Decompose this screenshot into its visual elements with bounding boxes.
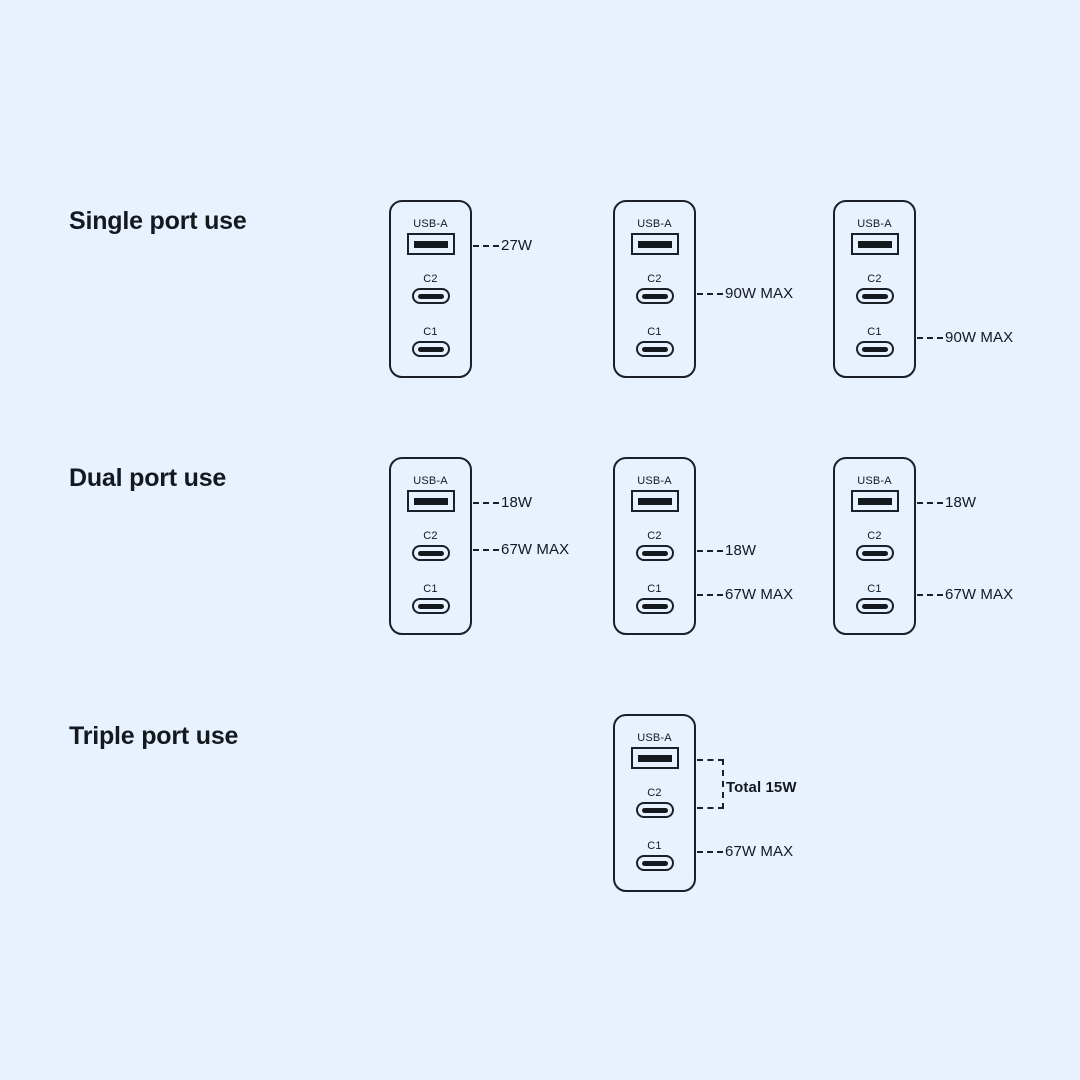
usb-a-icon bbox=[406, 233, 455, 255]
port-label-usb-a: USB-A bbox=[637, 218, 672, 230]
port-label-c1: C1 bbox=[647, 326, 662, 338]
port-label-usb-a: USB-A bbox=[413, 475, 448, 487]
port-usb-a: USB-A bbox=[391, 218, 470, 255]
port-c1: C1 bbox=[835, 326, 914, 357]
port-label-c2: C2 bbox=[647, 530, 662, 542]
port-label-c1: C1 bbox=[867, 583, 882, 595]
leader-line bbox=[697, 594, 723, 596]
port-c1: C1 bbox=[835, 583, 914, 614]
port-c1: C1 bbox=[391, 326, 470, 357]
port-label-c1: C1 bbox=[647, 583, 662, 595]
port-usb-a: USB-A bbox=[835, 475, 914, 512]
port-c1: C1 bbox=[615, 326, 694, 357]
port-c2: C2 bbox=[391, 530, 470, 561]
usb-c-icon bbox=[411, 598, 450, 614]
usb-a-icon bbox=[630, 747, 679, 769]
port-usb-a: USB-A bbox=[391, 475, 470, 512]
section-title-dual: Dual port use bbox=[69, 464, 227, 492]
usb-a-icon bbox=[850, 233, 899, 255]
usb-c-icon bbox=[411, 341, 450, 357]
port-c2: C2 bbox=[835, 530, 914, 561]
port-label-c2: C2 bbox=[423, 530, 438, 542]
port-usb-a: USB-A bbox=[615, 732, 694, 769]
leader-line bbox=[917, 502, 943, 504]
port-c1: C1 bbox=[391, 583, 470, 614]
power-annotation: 27W bbox=[501, 237, 533, 254]
port-c2: C2 bbox=[615, 273, 694, 304]
usb-c-icon bbox=[635, 545, 674, 561]
port-label-c1: C1 bbox=[647, 840, 662, 852]
port-label-c2: C2 bbox=[647, 273, 662, 285]
port-label-c1: C1 bbox=[423, 583, 438, 595]
port-label-c2: C2 bbox=[867, 530, 882, 542]
leader-line bbox=[917, 337, 943, 339]
port-c2: C2 bbox=[615, 530, 694, 561]
charger-device: USB-A C2 C1 bbox=[389, 457, 472, 635]
usb-c-icon bbox=[855, 341, 894, 357]
port-c2: C2 bbox=[835, 273, 914, 304]
leader-line bbox=[697, 851, 723, 853]
port-label-c2: C2 bbox=[867, 273, 882, 285]
leader-line bbox=[473, 502, 499, 504]
usb-c-icon bbox=[411, 545, 450, 561]
leader-line bbox=[917, 594, 943, 596]
usb-c-icon bbox=[635, 341, 674, 357]
port-c2: C2 bbox=[615, 787, 694, 818]
charger-device: USB-A C2 C1 bbox=[833, 200, 916, 378]
port-c2: C2 bbox=[391, 273, 470, 304]
port-c1: C1 bbox=[615, 583, 694, 614]
port-label-c2: C2 bbox=[647, 787, 662, 799]
power-annotation: Total 15W bbox=[726, 779, 797, 796]
usb-a-icon bbox=[630, 233, 679, 255]
total-power-bracket bbox=[697, 759, 724, 809]
power-annotation: 67W MAX bbox=[725, 586, 794, 603]
charger-device: USB-A C2 C1 bbox=[389, 200, 472, 378]
leader-line bbox=[697, 550, 723, 552]
charger-device: USB-A C2 C1 bbox=[613, 457, 696, 635]
port-usb-a: USB-A bbox=[615, 475, 694, 512]
port-usb-a: USB-A bbox=[615, 218, 694, 255]
port-label-usb-a: USB-A bbox=[857, 475, 892, 487]
usb-c-icon bbox=[635, 288, 674, 304]
port-label-c1: C1 bbox=[423, 326, 438, 338]
usb-c-icon bbox=[855, 598, 894, 614]
charger-device: USB-A C2 C1 bbox=[613, 200, 696, 378]
power-annotation: 90W MAX bbox=[725, 285, 794, 302]
leader-line bbox=[473, 549, 499, 551]
power-annotation: 90W MAX bbox=[945, 329, 1014, 346]
port-label-usb-a: USB-A bbox=[857, 218, 892, 230]
leader-line bbox=[697, 293, 723, 295]
power-annotation: 67W MAX bbox=[501, 541, 570, 558]
port-label-usb-a: USB-A bbox=[637, 475, 672, 487]
port-usb-a: USB-A bbox=[835, 218, 914, 255]
leader-line bbox=[473, 245, 499, 247]
port-label-c1: C1 bbox=[867, 326, 882, 338]
usb-a-icon bbox=[630, 490, 679, 512]
charger-device: USB-A C2 C1 bbox=[613, 714, 696, 892]
port-label-c2: C2 bbox=[423, 273, 438, 285]
usb-c-icon bbox=[855, 288, 894, 304]
port-label-usb-a: USB-A bbox=[413, 218, 448, 230]
usb-c-icon bbox=[635, 598, 674, 614]
usb-a-icon bbox=[406, 490, 455, 512]
usb-a-icon bbox=[850, 490, 899, 512]
usb-c-icon bbox=[855, 545, 894, 561]
power-annotation: 18W bbox=[725, 542, 757, 559]
port-c1: C1 bbox=[615, 840, 694, 871]
usb-c-icon bbox=[635, 855, 674, 871]
section-title-triple: Triple port use bbox=[69, 722, 239, 750]
power-annotation: 67W MAX bbox=[945, 586, 1014, 603]
charger-device: USB-A C2 C1 bbox=[833, 457, 916, 635]
section-title-single: Single port use bbox=[69, 207, 247, 235]
power-annotation: 18W bbox=[501, 494, 533, 511]
port-label-usb-a: USB-A bbox=[637, 732, 672, 744]
usb-c-icon bbox=[411, 288, 450, 304]
power-annotation: 18W bbox=[945, 494, 977, 511]
usb-c-icon bbox=[635, 802, 674, 818]
power-annotation: 67W MAX bbox=[725, 843, 794, 860]
